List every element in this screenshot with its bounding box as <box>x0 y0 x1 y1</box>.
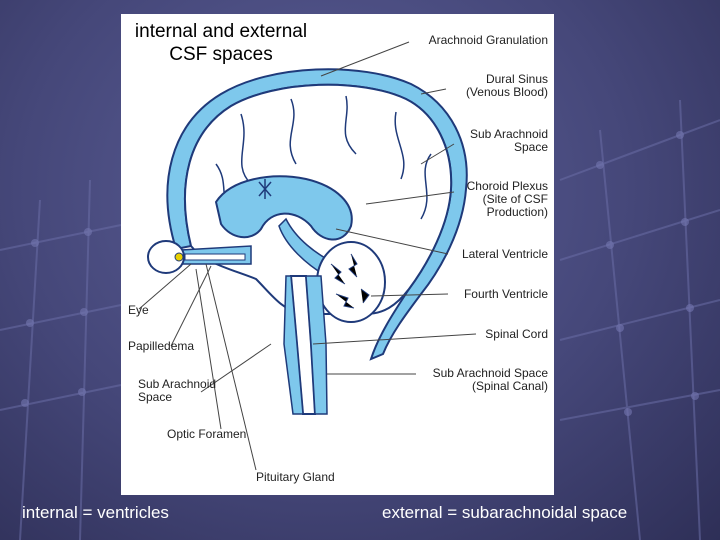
optic-nerve-core <box>184 253 246 261</box>
label-choroid-plexus-line-3: Production) <box>486 205 548 219</box>
lateral-ventricle <box>214 175 353 241</box>
label-arachnoid-granulation: Arachnoid Granulation <box>428 33 548 47</box>
label-dural-sinus: Dural Sinus (Venous Blood) <box>466 73 548 99</box>
choroid-plexus-mark <box>258 179 272 199</box>
label-sub-arachnoid-space-line-2: Space <box>513 140 548 154</box>
diagram-title: internal and external CSF spaces <box>121 20 321 66</box>
label-spinal-canal: Sub Arachnoid Space (Spinal Canal) <box>433 367 548 393</box>
label-choroid-plexus-line-2: (Site of CSF <box>482 192 548 206</box>
diagram-title-line-2: CSF spaces <box>169 44 273 65</box>
label-eye: Eye <box>128 303 149 317</box>
optic-disc <box>174 252 184 262</box>
label-sub-arachnoid-space: Sub Arachnoid Space <box>470 128 548 154</box>
label-sub-arachnoid-space-left: Sub Arachnoid Space <box>138 378 216 404</box>
leader-lines <box>138 41 477 471</box>
label-optic-foramen: Optic Foramen <box>167 427 247 441</box>
label-pituitary-gland: Pituitary Gland <box>256 470 335 484</box>
label-fourth-ventricle: Fourth Ventricle <box>463 287 548 301</box>
label-spinal-canal-line-1: Sub Arachnoid Space <box>432 366 548 380</box>
label-choroid-plexus: Choroid Plexus (Site of CSF Production) <box>467 180 548 219</box>
label-spinal-canal-line-2: (Spinal Canal) <box>471 379 548 393</box>
label-lateral-ventricle: Lateral Ventricle <box>461 247 548 261</box>
label-sub-arachnoid-space-left-line-2: Space <box>138 390 173 404</box>
label-dural-sinus-line-1: Dural Sinus <box>485 72 548 86</box>
label-dural-sinus-line-2: (Venous Blood) <box>465 85 548 99</box>
caption-internal: internal = ventricles <box>22 503 169 522</box>
diagram-panel: internal and external CSF spaces Arachno… <box>121 14 554 495</box>
diagram-title-line-1: internal and external <box>134 21 308 42</box>
label-sub-arachnoid-space-line-1: Sub Arachnoid <box>469 127 548 141</box>
label-papilledema: Papilledema <box>128 339 195 353</box>
eye-globe <box>147 240 185 274</box>
csf-brain-diagram <box>138 41 477 471</box>
caption-external: external = subarachnoidal space <box>382 503 628 522</box>
spinal-canal <box>283 275 328 415</box>
cerebellum-folia <box>330 253 370 309</box>
label-sub-arachnoid-space-left-line-1: Sub Arachnoid <box>138 377 217 391</box>
label-choroid-plexus-line-1: Choroid Plexus <box>466 179 548 193</box>
label-spinal-cord: Spinal Cord <box>485 327 548 341</box>
